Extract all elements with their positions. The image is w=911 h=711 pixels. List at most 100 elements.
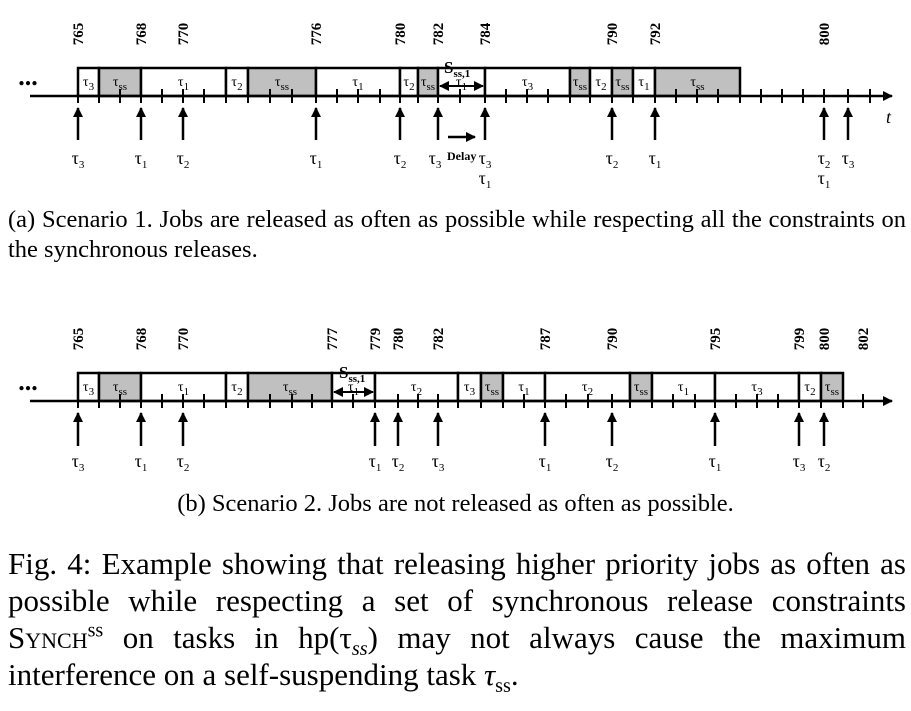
- tau-sub: ss: [621, 81, 630, 93]
- tau-glyph: τ: [464, 380, 470, 395]
- diagram-a: ...τ3τssτ1τ2τssτ1τ2τssτ1τ3τssτ2τssτ1τsst…: [18, 22, 893, 191]
- time-label: 799: [792, 328, 808, 351]
- tau-glyph: τ: [709, 451, 716, 471]
- block-label: τss: [421, 75, 435, 93]
- tau-sub: ss: [831, 386, 840, 398]
- tau-sub: 1: [546, 462, 552, 474]
- tau-sub: 3: [470, 386, 476, 398]
- time-label: 790: [605, 23, 621, 46]
- time-label: 768: [134, 23, 150, 46]
- tau-sub: 2: [613, 159, 619, 171]
- fig-synch: Synch: [8, 620, 88, 655]
- tau-sub: 1: [142, 462, 148, 474]
- tau-sub: 1: [184, 386, 190, 398]
- block-label: τss: [634, 380, 648, 398]
- fig-tau-sub: ss: [495, 675, 511, 698]
- release-label: τ3: [432, 451, 445, 474]
- tau-sub: ss: [427, 81, 436, 93]
- tau-glyph: τ: [283, 380, 289, 395]
- tau-sub: ss: [119, 386, 128, 398]
- tau-sub: 3: [89, 386, 95, 398]
- block-label: τ3: [751, 380, 763, 398]
- time-label: 770: [176, 23, 192, 46]
- fig-text-2: on tasks in: [103, 620, 299, 655]
- tau-sub: 1: [142, 159, 148, 171]
- tau-glyph: τ: [275, 75, 281, 90]
- tau-sub: 2: [184, 462, 190, 474]
- release-label: τ2: [606, 148, 619, 171]
- tau-glyph: τ: [231, 75, 237, 90]
- block-label: τss: [573, 75, 587, 93]
- tau-sub: ss: [281, 81, 290, 93]
- block-label: τ3: [83, 75, 95, 93]
- tau-glyph: τ: [310, 148, 317, 168]
- tau-sub: 1: [376, 462, 382, 474]
- tau-sub: 3: [800, 462, 806, 474]
- release-label: τ2: [818, 451, 831, 474]
- tau-sub: 1: [644, 81, 650, 93]
- block-label: τss: [275, 75, 289, 93]
- gap-label: Sss,1: [444, 58, 470, 80]
- tau-sub: ss: [119, 81, 128, 93]
- tau-glyph: τ: [411, 380, 417, 395]
- block-label: τss: [283, 380, 297, 398]
- tau-glyph: τ: [403, 75, 409, 90]
- tau-glyph: τ: [231, 380, 237, 395]
- tau-sub: 3: [757, 386, 763, 398]
- tau-glyph: τ: [135, 451, 142, 471]
- tau-glyph: τ: [352, 75, 358, 90]
- release-label: τ1: [310, 148, 323, 171]
- tau-glyph: τ: [606, 451, 613, 471]
- tau-glyph: τ: [394, 148, 401, 168]
- tau-sub: 3: [79, 159, 85, 171]
- tau-sub: 1: [524, 386, 530, 398]
- ellipsis: ...: [18, 62, 38, 91]
- block-label: τss: [825, 380, 839, 398]
- tau-sub: 1: [358, 81, 364, 93]
- release-label: τ1: [369, 451, 382, 474]
- tau-glyph: τ: [72, 148, 79, 168]
- tau-sub: 1: [716, 462, 722, 474]
- gap-sub: ss,1: [453, 68, 470, 80]
- tau-sub: 2: [184, 159, 190, 171]
- time-label: 780: [393, 23, 409, 46]
- block-label: τss: [615, 75, 629, 93]
- tau-sub: 2: [601, 81, 607, 93]
- release-label: τ2: [392, 451, 405, 474]
- tau-glyph: τ: [485, 380, 491, 395]
- time-label: 779: [368, 328, 384, 351]
- tau-sub: 1: [825, 179, 831, 191]
- time-label: 782: [431, 328, 447, 351]
- release-label: τ2: [818, 148, 831, 171]
- fig-synch-sup: ss: [87, 619, 104, 642]
- fig-text-1: Fig. 4: Example showing that releasing h…: [8, 546, 906, 618]
- block-label: τ2: [411, 380, 422, 398]
- tau-glyph: τ: [135, 148, 142, 168]
- release-label: τ1: [709, 451, 722, 474]
- tau-glyph: τ: [804, 380, 810, 395]
- block-label: τ1: [352, 75, 363, 93]
- release-label: τ3: [842, 148, 855, 171]
- tau-sub: 3: [436, 159, 442, 171]
- time-label: 782: [431, 23, 447, 46]
- block-label: τ2: [582, 380, 593, 398]
- tau-glyph: τ: [83, 75, 89, 90]
- block-label: τ1: [638, 75, 649, 93]
- tau-glyph: τ: [678, 380, 684, 395]
- time-label: 780: [391, 328, 407, 351]
- gap-sub: ss,1: [348, 373, 365, 385]
- gap-label: Sss,1: [339, 363, 365, 385]
- tau-glyph: τ: [113, 75, 119, 90]
- tau-glyph: τ: [72, 451, 79, 471]
- tau-sub: 2: [409, 81, 415, 93]
- release-label: τ2: [177, 148, 190, 171]
- gap-main: S: [339, 363, 348, 382]
- time-label: 800: [817, 23, 833, 46]
- tau-glyph: τ: [818, 168, 825, 188]
- tau-glyph: τ: [479, 168, 486, 188]
- tau-sub: 3: [486, 159, 492, 171]
- tau-glyph: τ: [177, 451, 184, 471]
- tau-glyph: τ: [83, 380, 89, 395]
- time-label: 776: [309, 22, 325, 45]
